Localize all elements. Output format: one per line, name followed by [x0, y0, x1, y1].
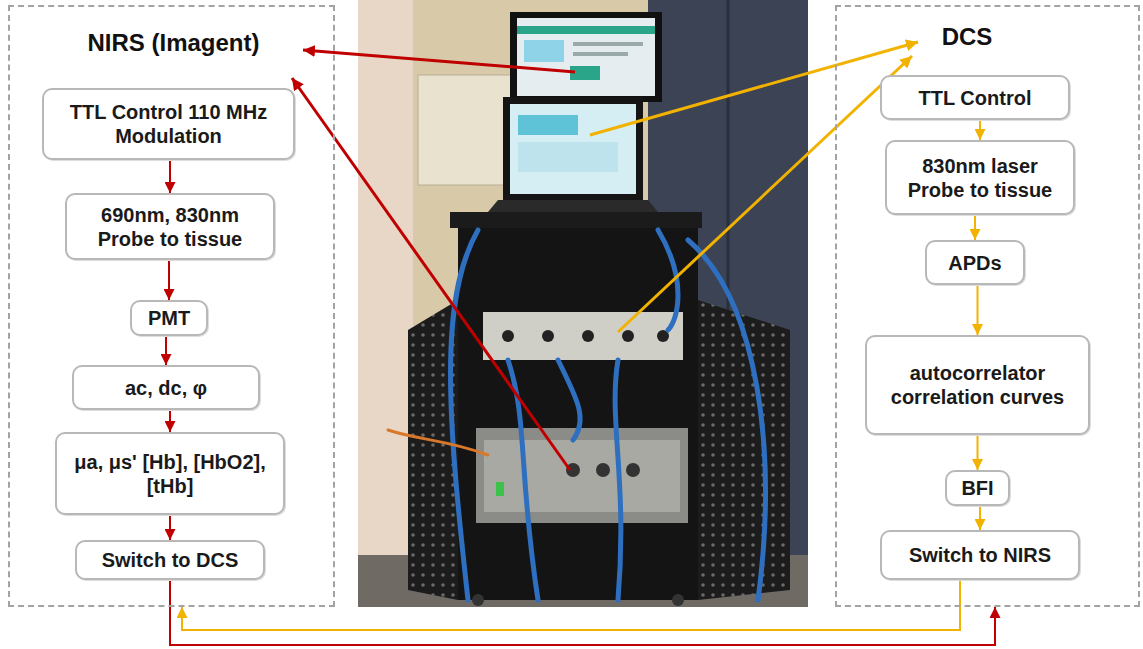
- flow-arrow: [169, 515, 171, 540]
- flow-arrow: [977, 435, 979, 470]
- photo-background: [418, 75, 513, 185]
- equipment-cart: [626, 463, 640, 477]
- flow-arrow: [170, 580, 995, 645]
- process-box: TTL Control 110 MHz Modulation: [42, 88, 295, 160]
- fiber-cables: [388, 430, 488, 455]
- laptop: [503, 97, 643, 200]
- fiber-cables: [558, 360, 580, 440]
- monitor: [517, 18, 655, 96]
- laptop: [518, 115, 578, 135]
- process-box: Switch to NIRS: [880, 530, 1080, 580]
- flow-arrow: [979, 506, 981, 530]
- equipment-cart: [450, 212, 702, 228]
- process-box: 690nm, 830nm Probe to tissue: [65, 193, 275, 260]
- laptop: [488, 200, 658, 212]
- monitor: [573, 52, 628, 56]
- equipment-cart: [596, 463, 610, 477]
- fiber-cables: [688, 240, 765, 600]
- leader-arrow: [618, 56, 912, 332]
- process-box: autocorrelator correlation curves: [865, 335, 1090, 435]
- equipment-cart: [483, 312, 683, 360]
- process-box: ac, dc, φ: [72, 365, 260, 410]
- flow-arrow: [977, 285, 979, 335]
- flow-arrow: [169, 410, 171, 432]
- equipment-cart: [484, 440, 680, 512]
- equipment-cart: [502, 330, 514, 342]
- flow-arrow: [979, 120, 981, 140]
- leader-arrow: [303, 50, 575, 72]
- process-box: Switch to DCS: [75, 540, 265, 580]
- equipment-cart: [542, 330, 554, 342]
- equipment-cart: [672, 594, 684, 606]
- process-box: PMT: [130, 300, 208, 336]
- system-panel: NIRS (Imagent) TTL Control 110 MHz Modula…: [8, 5, 335, 607]
- laptop: [510, 104, 636, 194]
- photo-background: [358, 0, 413, 607]
- equipment-cart: [408, 212, 790, 606]
- box-label: TTL Control: [919, 86, 1032, 110]
- panel-heading: NIRS (Imagent): [10, 29, 337, 57]
- leader-arrow: [590, 42, 918, 135]
- box-label: 690nm, 830nm Probe to tissue: [75, 203, 265, 251]
- equipment-cart: [476, 428, 688, 523]
- box-label: BFI: [961, 476, 993, 500]
- flow-arrow: [168, 260, 170, 300]
- flow-arrow: [165, 336, 167, 365]
- flow-arrow: [182, 580, 960, 630]
- laptop: [518, 142, 618, 172]
- box-label: 830nm laser Probe to tissue: [895, 154, 1065, 202]
- equipment-cart: [472, 594, 484, 606]
- box-label: μa, μs' [Hb], [HbO2], [tHb]: [65, 450, 275, 498]
- monitor: [517, 26, 655, 34]
- monitor: [510, 12, 662, 102]
- equipment-cart: [458, 228, 698, 600]
- process-box: APDs: [925, 240, 1025, 285]
- box-label: Switch to NIRS: [909, 543, 1051, 567]
- fiber-cables: [615, 360, 621, 600]
- system-panel: DCS TTL Control 830nm laser Probe to tissu…: [835, 5, 1140, 607]
- fiber-cables: [388, 230, 765, 600]
- box-label: TTL Control 110 MHz Modulation: [52, 100, 285, 148]
- equipment-cart: [698, 300, 790, 600]
- process-box: TTL Control: [880, 75, 1070, 120]
- flow-arrow: [169, 160, 171, 193]
- equipment-cart: [496, 482, 504, 496]
- equipment-cart: [582, 330, 594, 342]
- fiber-cables: [508, 360, 538, 600]
- box-label: APDs: [948, 251, 1001, 275]
- box-label: Switch to DCS: [102, 548, 239, 572]
- monitor: [524, 40, 564, 62]
- process-box: BFI: [945, 470, 1010, 506]
- box-label: autocorrelator correlation curves: [875, 361, 1080, 409]
- process-box: 830nm laser Probe to tissue: [885, 140, 1075, 215]
- box-label: PMT: [148, 306, 190, 330]
- panel-heading: DCS: [837, 23, 1097, 51]
- monitor: [510, 12, 662, 102]
- leader-arrow: [292, 42, 918, 470]
- laptop: [488, 97, 658, 212]
- box-label: ac, dc, φ: [125, 376, 207, 400]
- process-box: μa, μs' [Hb], [HbO2], [tHb]: [55, 432, 285, 515]
- monitor: [573, 42, 643, 46]
- flow-arrow: [974, 215, 976, 240]
- fiber-cables: [451, 230, 479, 600]
- equipment-cart: [622, 330, 634, 342]
